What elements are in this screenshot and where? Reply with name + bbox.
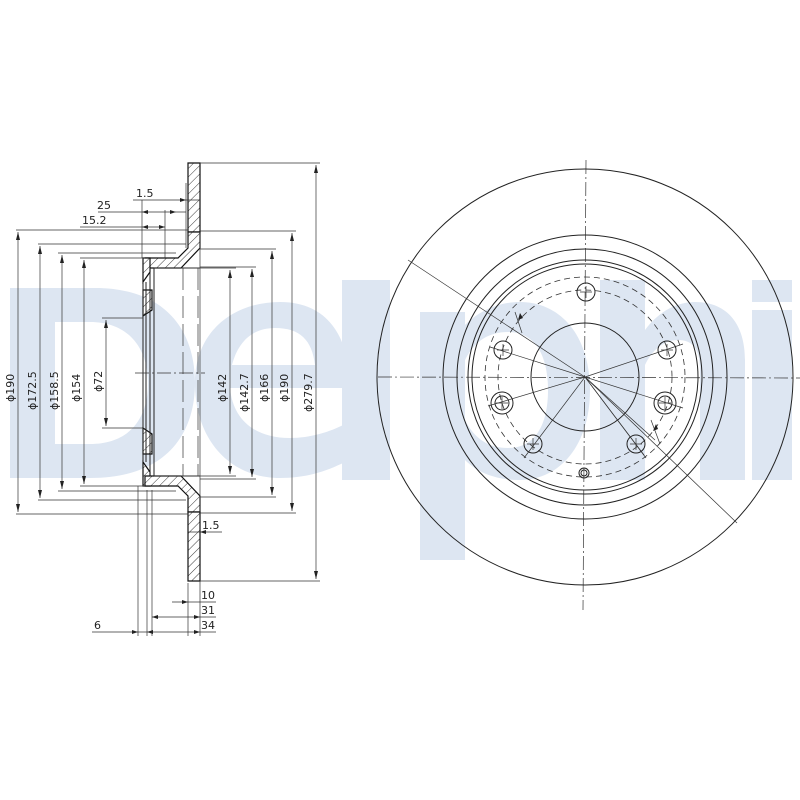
dim-disc-thickness: 10 [201, 589, 215, 602]
dim-left-phi72: ϕ72 [92, 371, 105, 392]
dim-right-phi190: ϕ190 [278, 374, 291, 402]
dim-left-phi172-5: ϕ172.5 [26, 371, 39, 410]
section-view: 1.5 25 15.2 ϕ190 ϕ172.5 ϕ158.5 [4, 162, 320, 636]
dim-left-phi158-5: ϕ158.5 [48, 371, 61, 410]
dim-top-flange-thickness: 1.5 [136, 187, 154, 200]
dim-offset: 6 [94, 619, 101, 632]
bolt-holes [490, 282, 677, 479]
dim-bottom-flange-thickness: 1.5 [202, 519, 220, 532]
dim-hub-height: 31 [201, 604, 215, 617]
dim-right-phi142: ϕ142 [216, 374, 229, 402]
center-bore [530, 322, 640, 432]
dim-right-phi279-7: ϕ279.7 [302, 373, 315, 412]
friction-ring-inner [442, 234, 728, 520]
dim-hub-step: 15.2 [82, 214, 107, 227]
front-view [376, 159, 800, 611]
dim-right-phi166: ϕ166 [258, 374, 271, 402]
disc-outer-edge [376, 168, 794, 586]
dim-right-phi142-7: ϕ142.7 [238, 373, 251, 412]
dim-overall-height: 34 [201, 619, 215, 632]
dim-left-phi190: ϕ190 [4, 374, 17, 402]
delphi-watermark [10, 280, 792, 560]
dim-hub-depth: 25 [97, 199, 111, 212]
dim-left-phi154: ϕ154 [70, 374, 83, 402]
